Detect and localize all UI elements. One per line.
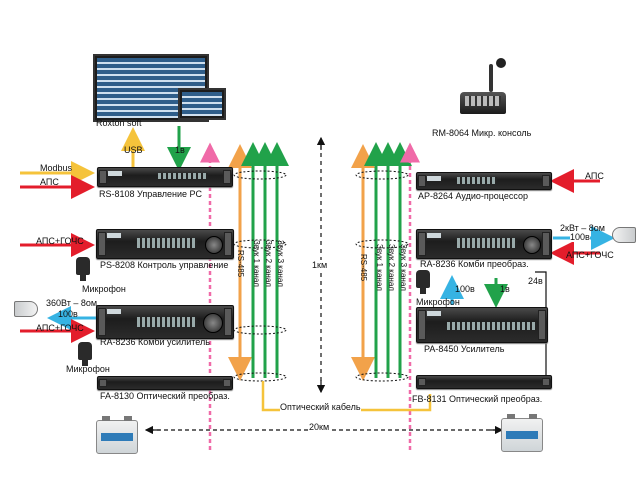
ap8264-device (416, 172, 552, 190)
label-roxton-soft: Roxton soft (96, 118, 142, 128)
bus-ellipse-left-2 (233, 239, 287, 249)
label-aps-left-top: АПС (40, 177, 59, 187)
label-pa8450: PA-8450 Усилитель (424, 344, 505, 354)
label-rs485-left: RS-485 (236, 250, 245, 278)
label-ps8208: PS-8208 Контроль управление (100, 260, 229, 270)
ra8236-left-device (96, 305, 234, 339)
console-mic-head-icon (496, 58, 506, 68)
laptop-icon (178, 88, 226, 120)
v24-line (535, 271, 547, 385)
fb8131-device (416, 375, 552, 389)
bus-ellipse-left-4 (233, 372, 287, 382)
microphone-right-icon (416, 270, 430, 294)
bus-ellipse-right-1 (355, 170, 409, 180)
label-ch2-left: Звук 2 канал (264, 240, 273, 287)
pa8450-device (416, 307, 548, 343)
label-100v-right-top: 100в (570, 232, 590, 242)
label-one-km: 1км (312, 260, 328, 270)
label-ch1-right: Звук 1 канал (375, 244, 384, 291)
speaker-horn-right-icon (612, 227, 636, 243)
label-ra8236-right: RA-8236 Комби преобраз. (420, 259, 529, 269)
battery-left-icon (96, 416, 138, 454)
microphone-left-1-icon (76, 257, 90, 281)
label-ch3-right: Звук 3 канал (399, 244, 408, 291)
label-optical-cable: Оптический кабель (280, 402, 361, 412)
fa8130-device (97, 376, 233, 390)
ra8236-right-device (416, 229, 552, 259)
label-rs485-right: RS-485 (359, 254, 368, 282)
label-aps-gochs-right: АПС+ГОЧС (566, 250, 614, 260)
label-rm8064: RM-8064 Микр. консоль (432, 128, 532, 138)
label-ch1-left: Звук 1 канал (252, 240, 261, 287)
label-24v: 24в (528, 276, 543, 286)
battery-right-icon (501, 414, 543, 452)
label-power-360: 360Вт – 8ом (46, 298, 98, 308)
label-mic-left-2: Микрофон (66, 364, 110, 374)
label-aps-gochs-left-2: АПС+ГОЧС (36, 323, 84, 333)
bus-ellipse-left-3 (233, 325, 287, 335)
label-usb: USB (124, 145, 143, 155)
label-20km: 20км (309, 422, 330, 432)
bus-ellipse-right-3 (355, 372, 409, 382)
label-1v-right: 1в (500, 284, 510, 294)
label-ap8264: AP-8264 Аудио-процессор (418, 191, 528, 201)
label-aps-gochs-left-1: АПС+ГОЧС (36, 236, 84, 246)
label-100v-left: 100в (58, 309, 78, 319)
rs8108-device (97, 167, 233, 187)
label-rs8108: RS-8108 Управление PC (99, 189, 203, 199)
label-ch2-right: Звук 2 канал (387, 244, 396, 291)
label-fb8131: FB-8131 Оптический преобраз. (412, 394, 543, 404)
label-ch3-left: Звук 3 канал (276, 240, 285, 287)
label-fa8130: FA-8130 Оптический преобраз. (100, 391, 230, 401)
speaker-horn-left-icon (14, 301, 38, 317)
label-mic-right: Микрофон (416, 297, 460, 307)
console-gooseneck-icon (489, 64, 493, 92)
bus-ellipse-left-1 (233, 170, 287, 180)
ps8208-device (96, 229, 234, 259)
label-ra8236-left: RA-8236 Комби усилитель (100, 337, 210, 347)
label-power-2k: 2кВт – 8ом (560, 223, 605, 233)
microphone-left-2-icon (78, 342, 92, 366)
microphone-console-icon (460, 92, 506, 114)
label-1v-top: 1в (175, 145, 185, 155)
label-mic-left-1: Микрофон (82, 284, 126, 294)
label-modbus: Modbus (40, 163, 73, 173)
label-100v-right-mid: 100в (455, 284, 475, 294)
bus-ellipse-right-2 (355, 239, 409, 249)
label-aps-right: АПС (585, 171, 604, 181)
